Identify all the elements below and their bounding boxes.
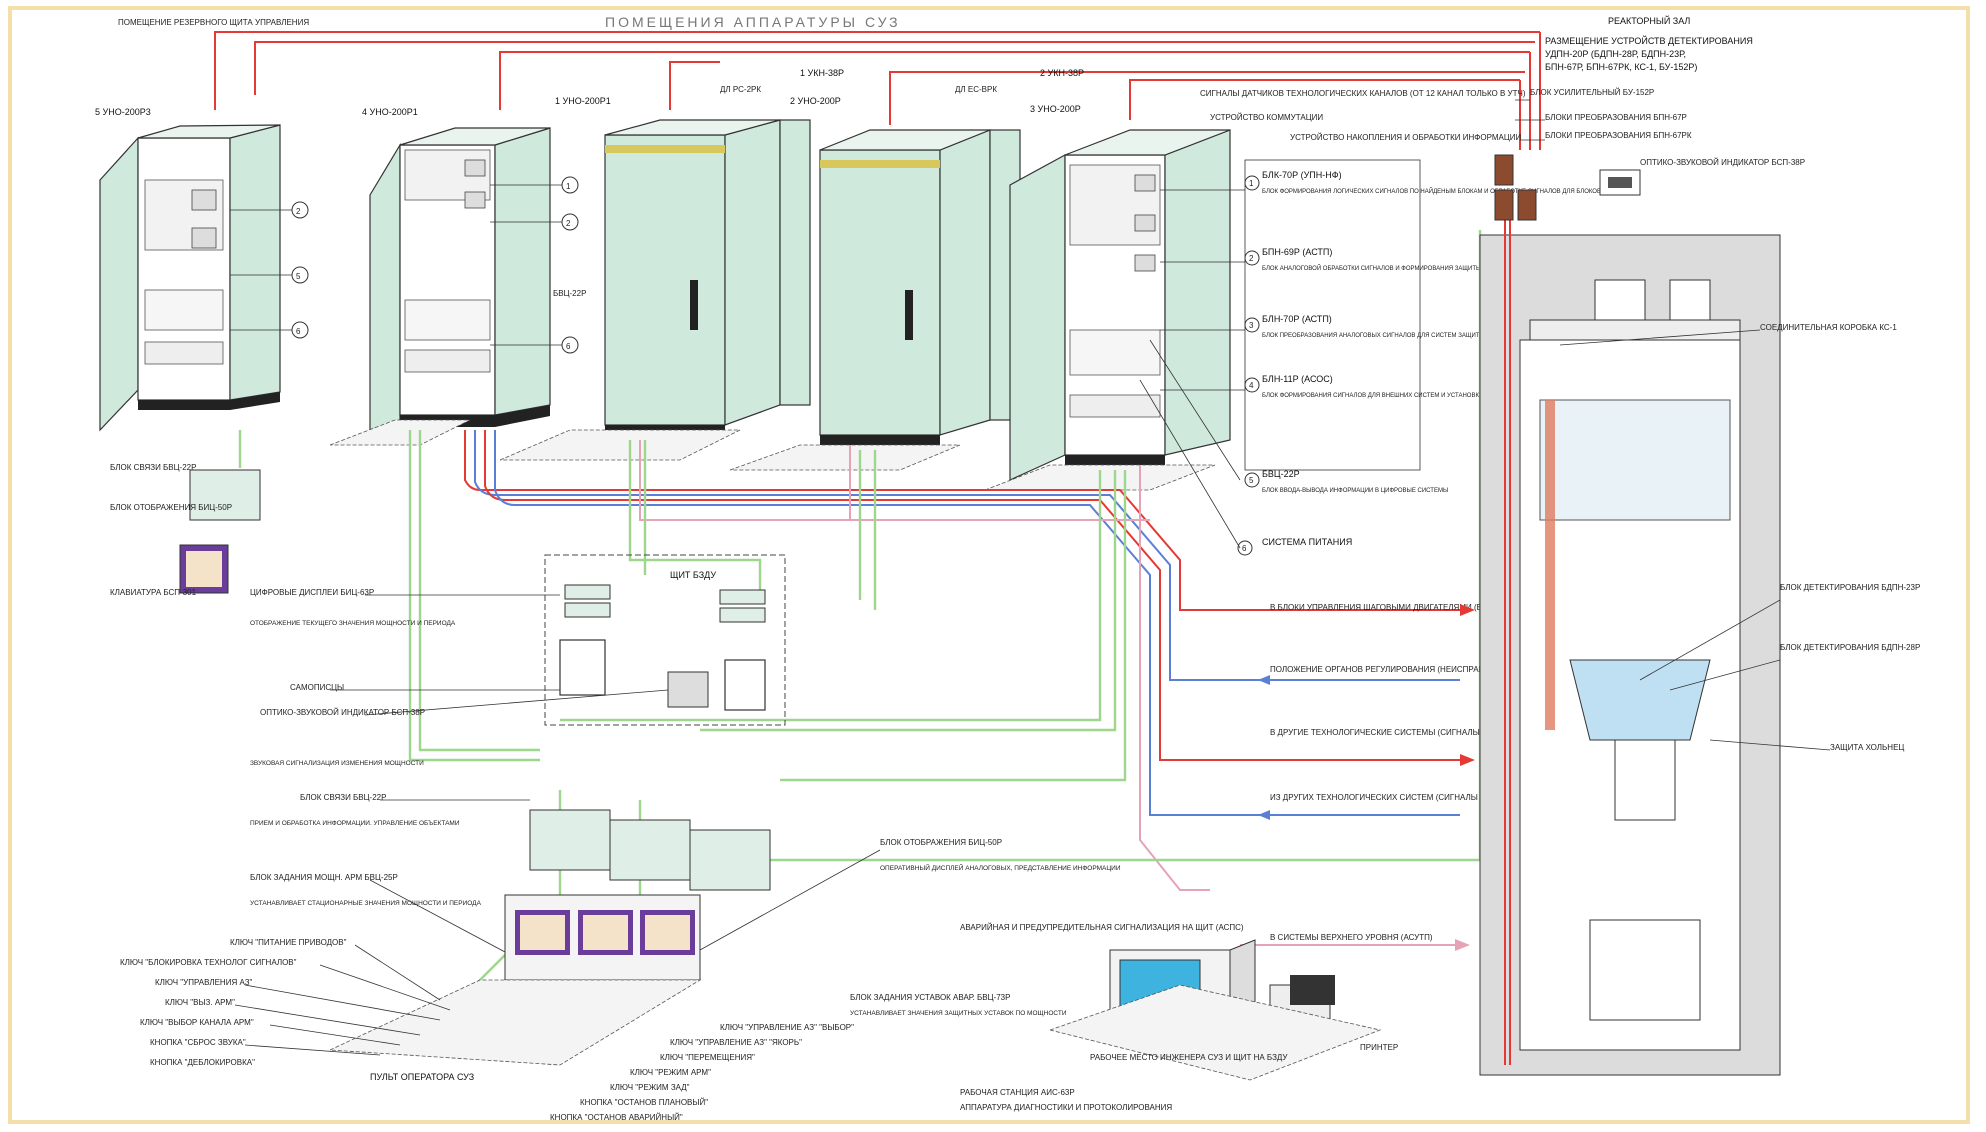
legend-item-2: БПН-69Р (АСТП) xyxy=(1262,247,1332,257)
reactor-detect-line3: БПН-67Р, БПН-67РК, КС-1, БУ-152Р) xyxy=(1545,62,1697,72)
marker-6b: 6 xyxy=(566,342,571,351)
setpoint-desc: УСТАНАВЛИВАЕТ ЗНАЧЕНИЯ ЗАЩИТНЫХ УСТАВОК … xyxy=(850,1010,1067,1017)
legend-item-4-desc: БЛОК ФОРМИРОВАНИЯ СИГНАЛОВ ДЛЯ ВНЕШНИХ С… xyxy=(1262,393,1514,399)
rkey-3: КЛЮЧ "ПЕРЕМЕЩЕНИЯ" xyxy=(660,1053,755,1062)
marker-5a: 5 xyxy=(296,272,301,281)
workplace-label: РАБОЧЕЕ МЕСТО ИНЖЕНЕРА СУЗ И ЩИТ НА БЗДУ xyxy=(1090,1053,1288,1062)
key-5: КЛЮЧ "ВЫБОР КАНАЛА АРМ" xyxy=(140,1018,254,1027)
key-6: КНОПКА "СБРОС ЗВУКА" xyxy=(150,1038,246,1047)
cabinet-2-label: 2 УНО-200Р xyxy=(790,96,841,106)
desk-label: ПУЛЬТ ОПЕРАТОРА СУЗ xyxy=(370,1072,474,1082)
legend-item-1-desc: БЛОК ФОРМИРОВАНИЯ ЛОГИЧЕСКИХ СИГНАЛОВ ПО… xyxy=(1262,187,1601,195)
rkey-6: КНОПКА "ОСТАНОВ ПЛАНОВЫЙ" xyxy=(580,1098,708,1107)
recorders-label: САМОПИСЦЫ xyxy=(290,683,344,692)
klav-label: КЛАВИАТУРА БСП-301 xyxy=(110,588,197,597)
commutation-label: УСТРОЙСТВО КОММУТАЦИИ xyxy=(1210,113,1323,122)
bd2-label: БЛОК ДЕТЕКТИРОВАНИЯ БДПН-28Р xyxy=(1780,643,1920,652)
shield-label: ЗАЩИТА ХОЛЬНЕЦ xyxy=(1830,743,1904,752)
equipment-rooms-title: ПОМЕЩЕНИЯ АППАРАТУРЫ СУЗ xyxy=(605,14,901,30)
flow-5: В СИСТЕМЫ ВЕРХНЕГО УРОВНЯ (АСУТП) xyxy=(1270,933,1433,942)
workstation-label: РАБОЧАЯ СТАНЦИЯ АИС-63Р xyxy=(960,1088,1075,1097)
rkey-7: КНОПКА "ОСТАНОВ АВАРИЙНЫЙ" xyxy=(550,1113,683,1122)
indicator-label: ОПТИКО-ЗВУКОВОЙ ИНДИКАТОР БСП-38Р xyxy=(1640,158,1805,167)
bpr-label: БЛОК ОТОБРАЖЕНИЯ БИЦ-50Р xyxy=(110,503,232,512)
setpoint-block: БЛОК ЗАДАНИЯ УСТАВОК АВАР. БВЦ-73Р xyxy=(850,993,1010,1002)
legend-marker-1: 1 xyxy=(1249,179,1254,188)
left-control-blocks: БЛОК СВЯЗИ БВЦ-22Р БЛОК ОТОБРАЖЕНИЯ БИЦ-… xyxy=(110,463,260,597)
cabinet-5: 5 УНО-200Р3 xyxy=(95,107,280,430)
cabinet-1-label: 1 УНО-200Р1 xyxy=(555,96,611,106)
sd-2-label: ДЛ ЕС-ВРК xyxy=(955,85,997,94)
legend-marker-4: 4 xyxy=(1249,381,1254,390)
bpn1-label: БЛОКИ ПРЕОБРАЗОВАНИЯ БПН-67Р xyxy=(1545,113,1687,122)
key-3: КЛЮЧ "УПРАВЛЕНИЯ АЗ" xyxy=(155,978,253,987)
zad-label: БЛОК ЗАДАНИЯ МОЩН. АРМ БВЦ-25Р xyxy=(250,873,398,882)
legend-marker-2: 2 xyxy=(1249,254,1254,263)
signals-label: СИГНАЛЫ ДАТЧИКОВ ТЕХНОЛОГИЧЕСКИХ КАНАЛОВ… xyxy=(1200,89,1526,98)
printer-label: ПРИНТЕР xyxy=(1360,1043,1398,1052)
marker-2a: 2 xyxy=(296,207,301,216)
ukn-2-label: 2 УКН-38Р xyxy=(1040,68,1084,78)
rkey-4: КЛЮЧ "РЕЖИМ АРМ" xyxy=(630,1068,711,1077)
engineer-workstation: АВАРИЙНАЯ И ПРЕДУПРЕДИТЕЛЬНАЯ СИГНАЛИЗАЦ… xyxy=(960,923,1398,1112)
sd-1-label: ДЛ РС-2РК xyxy=(720,85,761,94)
otob-label: БЛОК ОТОБРАЖЕНИЯ БИЦ-50Р xyxy=(880,838,1002,847)
legend-item-6: СИСТЕМА ПИТАНИЯ xyxy=(1262,537,1352,547)
legend-marker-6: 6 xyxy=(1242,544,1247,553)
reactor-detect-line1: РАЗМЕЩЕНИЕ УСТРОЙСТВ ДЕТЕКТИРОВАНИЯ xyxy=(1545,35,1753,46)
legend-item-1: БЛК-70Р (УПН-НФ) xyxy=(1262,170,1342,180)
reactor-hall: БЛОК УСИЛИТЕЛЬНЫЙ БУ-152Р БЛОКИ ПРЕОБРАЗ… xyxy=(1480,88,1920,1075)
key-7: КНОПКА "ДЕБЛОКИРОВКА" xyxy=(150,1058,255,1067)
ks-label: СОЕДИНИТЕЛЬНАЯ КОРОБКА КС-1 xyxy=(1760,323,1897,332)
cabinet-4: 4 УНО-200Р1 БВЦ-22Р xyxy=(330,107,586,445)
legend-item-5-desc: БЛОК ВВОДА-ВЫВОДА ИНФОРМАЦИИ В ЦИФРОВЫЕ … xyxy=(1262,488,1448,494)
bu-label: БЛОК УСИЛИТЕЛЬНЫЙ БУ-152Р xyxy=(1530,88,1654,97)
bd1-label: БЛОК ДЕТЕКТИРОВАНИЯ БДПН-23Р xyxy=(1780,583,1920,592)
workstation-desc: АППАРАТУРА ДИАГНОСТИКИ И ПРОТОКОЛИРОВАНИ… xyxy=(960,1103,1172,1112)
legend-item-3: БЛН-70Р (АСТП) xyxy=(1262,314,1332,324)
bzdu-label: ЩИТ БЗДУ xyxy=(670,570,716,580)
rkey-5: КЛЮЧ "РЕЖИМ ЗАД" xyxy=(610,1083,690,1092)
key-1: КЛЮЧ "ПИТАНИЕ ПРИВОДОВ" xyxy=(230,938,347,947)
opt-label: ОПТИКО-ЗВУКОВОЙ ИНДИКАТОР БСП-38Р xyxy=(260,708,425,717)
svz-label: БЛОК СВЯЗИ БВЦ-22Р xyxy=(300,793,386,802)
ukn-1-label: 1 УКН-38Р xyxy=(800,68,844,78)
storage-label: УСТРОЙСТВО НАКОПЛЕНИЯ И ОБРАБОТКИ ИНФОРМ… xyxy=(1290,133,1522,142)
legend-item-3-desc: БЛОК ПРЕОБРАЗОВАНИЯ АНАЛОГОВЫХ СИГНАЛОВ … xyxy=(1262,333,1485,339)
opt-desc: ЗВУКОВАЯ СИГНАЛИЗАЦИЯ ИЗМЕНЕНИЯ МОЩНОСТИ xyxy=(250,760,424,767)
reactor-hall-title: РЕАКТОРНЫЙ ЗАЛ xyxy=(1608,15,1690,26)
svz-desc: ПРИЕМ И ОБРАБОТКА ИНФОРМАЦИИ. УПРАВЛЕНИЕ… xyxy=(250,820,460,827)
rkey-1: КЛЮЧ "УПРАВЛЕНИЕ АЗ" "ВЫБОР" xyxy=(720,1023,854,1032)
bzdu-panel: ЩИТ БЗДУ ЦИФРОВЫЕ ДИСПЛЕИ БИЦ-63Р ОТОБРА… xyxy=(250,555,785,767)
reactor-detect-line2: УДПН-20Р (БДПН-28Р, БДПН-23Р, xyxy=(1545,49,1686,59)
legend-item-4: БЛН-11Р (АСОС) xyxy=(1262,374,1333,384)
legend-marker-3: 3 xyxy=(1249,321,1254,330)
otob-desc: ОПЕРАТИВНЫЙ ДИСПЛЕЙ АНАЛОГОВЫХ, ПРЕДСТАВ… xyxy=(880,863,1121,872)
key-2: КЛЮЧ "БЛОКИРОВКА ТЕХНОЛОГ СИГНАЛОВ" xyxy=(120,958,297,967)
key-4: КЛЮЧ "ВЫЗ. АРМ" xyxy=(165,998,235,1007)
cabinet-4-label: 4 УНО-200Р1 xyxy=(362,107,418,117)
cabinet-3-label: 3 УНО-200Р xyxy=(1030,104,1081,114)
digit-desc: ОТОБРАЖЕНИЕ ТЕКУЩЕГО ЗНАЧЕНИЯ МОЩНОСТИ И… xyxy=(250,620,456,627)
zad-desc: УСТАНАВЛИВАЕТ СТАЦИОНАРНЫЕ ЗНАЧЕНИЯ МОЩН… xyxy=(250,900,482,907)
bpn2-label: БЛОКИ ПРЕОБРАЗОВАНИЯ БПН-67РК xyxy=(1545,131,1692,140)
alarm-label: АВАРИЙНАЯ И ПРЕДУПРЕДИТЕЛЬНАЯ СИГНАЛИЗАЦ… xyxy=(960,923,1244,932)
rsu-room-label: ПОМЕЩЕНИЕ РЕЗЕРВНОГО ЩИТА УПРАВЛЕНИЯ xyxy=(118,18,309,27)
digit-label: ЦИФРОВЫЕ ДИСПЛЕИ БИЦ-63Р xyxy=(250,588,374,597)
rkey-2: КЛЮЧ "УПРАВЛЕНИЕ АЗ" "ЯКОРЬ" xyxy=(670,1038,802,1047)
bvc-inner-label: БВЦ-22Р xyxy=(553,289,586,298)
legend-marker-5: 5 xyxy=(1249,476,1254,485)
operator-desk: ПУЛЬТ ОПЕРАТОРА СУЗ КЛЮЧ "ПИТАНИЕ ПРИВОД… xyxy=(120,895,700,1082)
cabinet-5-label: 5 УНО-200Р3 xyxy=(95,107,151,117)
marker-1b: 1 xyxy=(566,182,571,191)
marker-6a: 6 xyxy=(296,327,301,336)
legend-item-5: БВЦ-22Р xyxy=(1262,469,1300,479)
bsv-label: БЛОК СВЯЗИ БВЦ-22Р xyxy=(110,463,196,472)
marker-2b: 2 xyxy=(566,219,571,228)
